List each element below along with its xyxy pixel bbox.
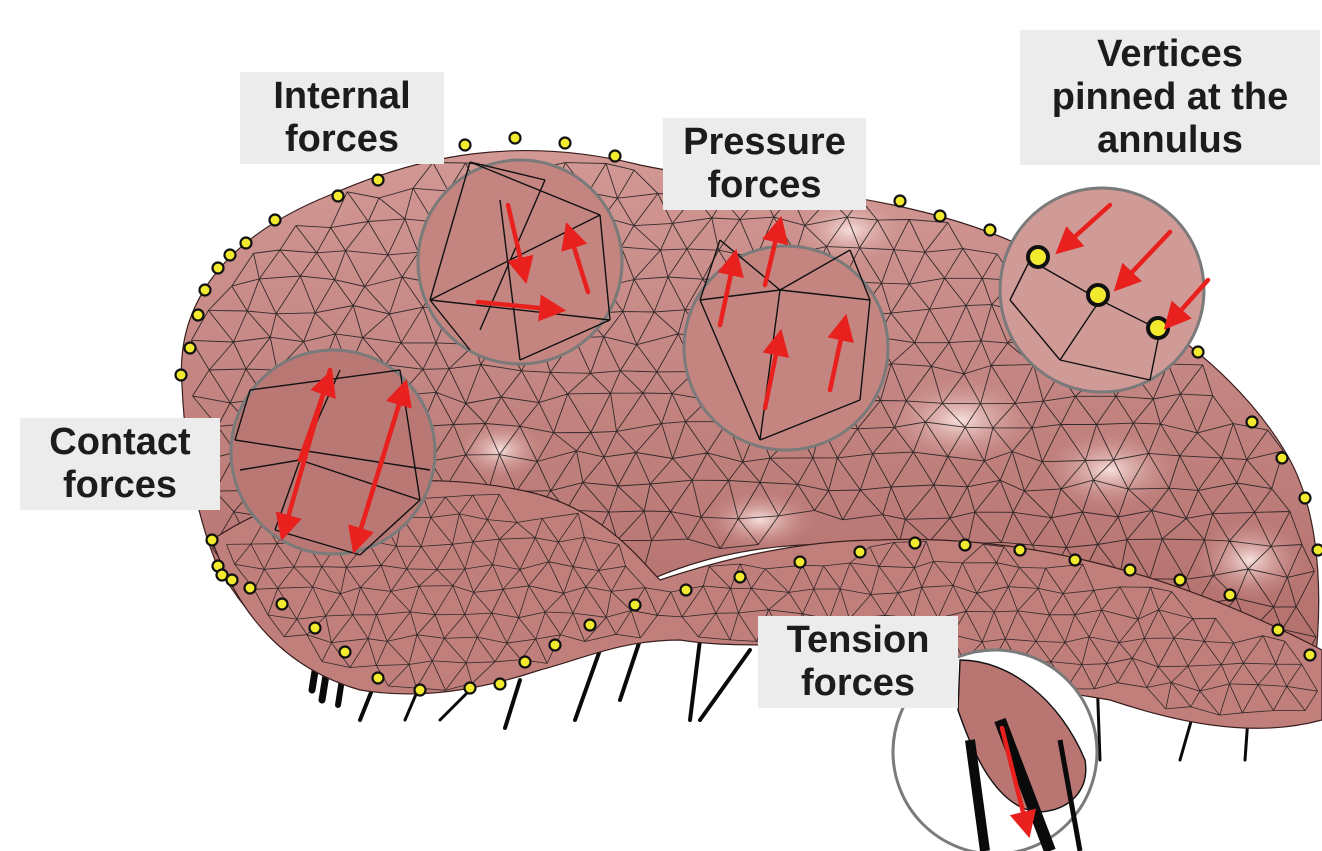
vertex-marker bbox=[213, 263, 224, 274]
vertex-marker bbox=[225, 250, 236, 261]
vertex-marker bbox=[855, 547, 866, 558]
vertex-marker bbox=[560, 138, 571, 149]
vertex-marker bbox=[340, 647, 351, 658]
vertex-marker bbox=[1193, 347, 1204, 358]
vertex-marker bbox=[1305, 650, 1316, 661]
pinned-vertex-marker bbox=[1028, 247, 1048, 267]
vertex-marker bbox=[735, 572, 746, 583]
vertex-marker bbox=[185, 343, 196, 354]
vertex-marker bbox=[227, 575, 238, 586]
vertex-marker bbox=[960, 540, 971, 551]
vertex-marker bbox=[270, 215, 281, 226]
vertex-marker bbox=[1277, 453, 1288, 464]
vertex-marker bbox=[520, 657, 531, 668]
vertex-marker bbox=[207, 535, 218, 546]
vertex-marker bbox=[550, 640, 561, 651]
vertex-marker bbox=[465, 683, 476, 694]
vertex-marker bbox=[310, 623, 321, 634]
vertex-marker bbox=[510, 133, 521, 144]
chorda-line bbox=[620, 640, 640, 700]
vertex-marker bbox=[373, 175, 384, 186]
vertex-marker bbox=[495, 679, 506, 690]
label-contact-forces: Contactforces bbox=[20, 418, 220, 510]
chorda-line bbox=[690, 640, 700, 720]
pinned-vertex-marker bbox=[1148, 318, 1168, 338]
chorda-line bbox=[575, 650, 600, 720]
chorda-line bbox=[505, 680, 520, 728]
vertex-marker bbox=[277, 599, 288, 610]
vertex-marker bbox=[935, 211, 946, 222]
vertex-marker bbox=[1125, 565, 1136, 576]
chorda-line bbox=[700, 650, 750, 720]
vertex-marker bbox=[241, 238, 252, 249]
vertex-marker bbox=[333, 191, 344, 202]
vertex-marker bbox=[415, 685, 426, 696]
vertex-marker bbox=[985, 225, 996, 236]
vertex-marker bbox=[910, 538, 921, 549]
vertex-marker bbox=[460, 140, 471, 151]
vertex-marker bbox=[1273, 625, 1284, 636]
vertex-marker bbox=[373, 673, 384, 684]
inset-pressure bbox=[684, 246, 888, 450]
vertex-marker bbox=[1247, 417, 1258, 428]
inset-contact bbox=[231, 350, 435, 554]
vertex-marker bbox=[630, 600, 641, 611]
vertex-marker bbox=[895, 196, 906, 207]
vertex-marker bbox=[585, 620, 596, 631]
vertex-marker bbox=[1300, 493, 1311, 504]
vertex-marker bbox=[610, 151, 621, 162]
vertex-marker bbox=[245, 583, 256, 594]
vertex-marker bbox=[1225, 590, 1236, 601]
vertex-marker bbox=[1070, 555, 1081, 566]
vertex-marker bbox=[681, 585, 692, 596]
vertex-marker bbox=[795, 557, 806, 568]
vertex-marker bbox=[200, 285, 211, 296]
pinned-vertex-marker bbox=[1088, 285, 1108, 305]
vertex-marker bbox=[176, 370, 187, 381]
vertex-marker bbox=[1313, 545, 1322, 556]
vertex-marker bbox=[193, 310, 204, 321]
vertex-marker bbox=[1175, 575, 1186, 586]
vertex-marker bbox=[1015, 545, 1026, 556]
chorda-line bbox=[440, 690, 470, 720]
